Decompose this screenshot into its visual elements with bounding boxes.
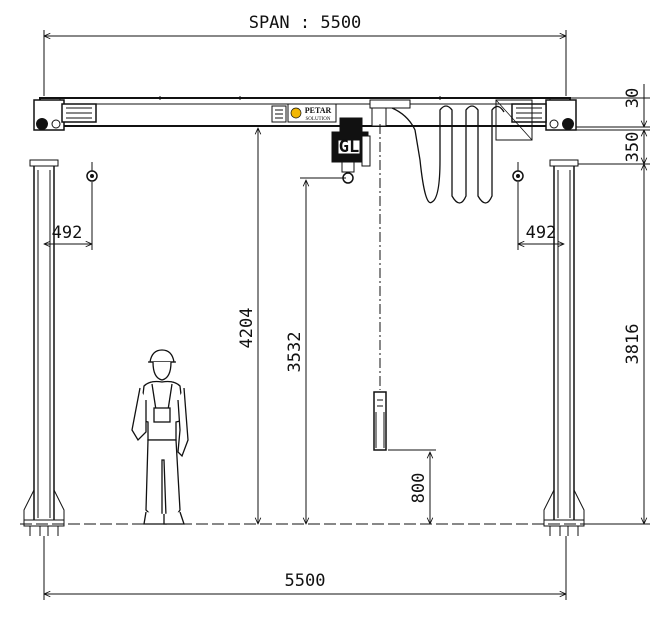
petar-logo: PETAR SOLUTION — [271, 103, 337, 123]
span-label: SPAN : 5500 — [249, 13, 362, 33]
hoist-label: GL — [339, 137, 359, 157]
right-reach-dimension: 492 — [518, 182, 564, 250]
pendant-height-dimension: 800 — [388, 449, 436, 524]
right-side-dimensions: 30 350 3816 — [570, 84, 650, 524]
logo-name: PETAR — [305, 106, 332, 115]
right-hook-marker — [512, 162, 524, 182]
left-reach-label: 492 — [52, 223, 83, 243]
worker-figure-icon — [131, 349, 189, 525]
left-reach-dimension: 492 — [44, 182, 92, 250]
total-height-dimension: 4204 — [237, 128, 258, 524]
bottom-span-label: 5500 — [285, 571, 326, 591]
right-end-carriage — [511, 99, 577, 131]
left-end-carriage — [33, 99, 97, 131]
leg-height-label: 3816 — [623, 324, 643, 365]
logo-sub: SOLUTION — [306, 117, 331, 122]
hook-height-dimension: 3532 — [285, 177, 346, 524]
right-leg — [543, 159, 585, 536]
total-height-label: 4204 — [237, 308, 257, 349]
logo-sun-icon — [290, 107, 302, 119]
bottom-span-dimension: 5500 — [44, 536, 566, 600]
pendant-height-label: 800 — [409, 473, 429, 504]
right-reach-label: 492 — [526, 223, 557, 243]
left-leg — [23, 159, 65, 536]
pendant-control — [373, 124, 387, 451]
hook-height-label: 3532 — [285, 332, 305, 373]
festoon-cable — [369, 99, 533, 204]
left-hook-marker — [86, 162, 98, 182]
beam-top-offset-label: 30 — [623, 88, 643, 108]
span-dimension: SPAN : 5500 — [44, 13, 566, 96]
hoist-trolley: GL — [331, 117, 371, 184]
beam-depth-label: 350 — [623, 132, 643, 163]
